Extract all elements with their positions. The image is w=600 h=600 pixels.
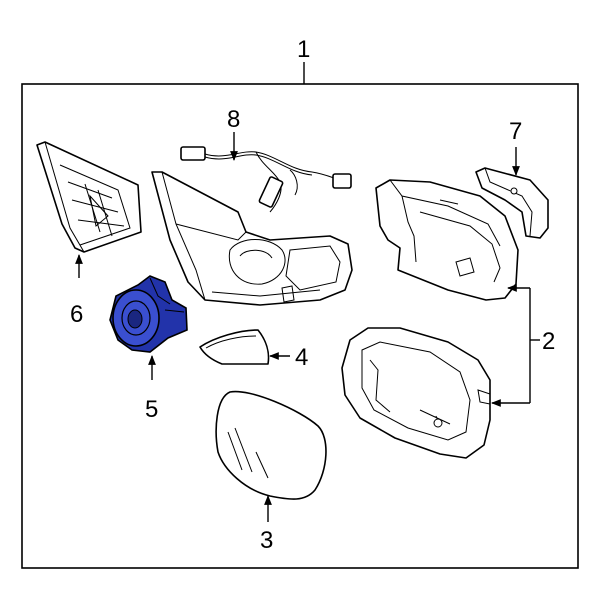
callout-6-label: 6 <box>70 301 83 328</box>
part-2-housing-frame[interactable] <box>341 327 491 459</box>
callout-4[interactable]: 4 <box>269 344 308 371</box>
callout-3-label: 3 <box>260 527 273 554</box>
part-7-cover-cap[interactable] <box>475 167 549 239</box>
part-6-mirror-backing-plate[interactable] <box>36 141 142 253</box>
callout-3[interactable]: 3 <box>260 495 273 554</box>
callout-5-label: 5 <box>145 396 158 423</box>
callout-4-label: 4 <box>295 344 308 371</box>
callout-7-label: 7 <box>509 118 522 145</box>
callout-7[interactable]: 7 <box>509 118 522 176</box>
part-2-housing-shell[interactable] <box>375 179 519 301</box>
part-8-wire-harness[interactable] <box>180 146 352 213</box>
mirror-base-housing <box>151 171 353 306</box>
callout-6[interactable]: 6 <box>70 254 83 328</box>
part-5-mirror-actuator[interactable] <box>109 275 188 353</box>
callout-8[interactable]: 8 <box>227 106 240 161</box>
callout-2[interactable]: 2 <box>491 284 555 407</box>
diagram-frame <box>21 83 579 569</box>
callout-1-label: 1 <box>297 36 310 63</box>
part-4-cover[interactable] <box>199 329 270 365</box>
callout-2-label: 2 <box>542 328 555 355</box>
callout-1[interactable]: 1 <box>297 36 310 84</box>
callout-5[interactable]: 5 <box>145 355 158 423</box>
part-3-mirror-glass[interactable] <box>215 390 327 500</box>
callout-8-label: 8 <box>227 106 240 133</box>
